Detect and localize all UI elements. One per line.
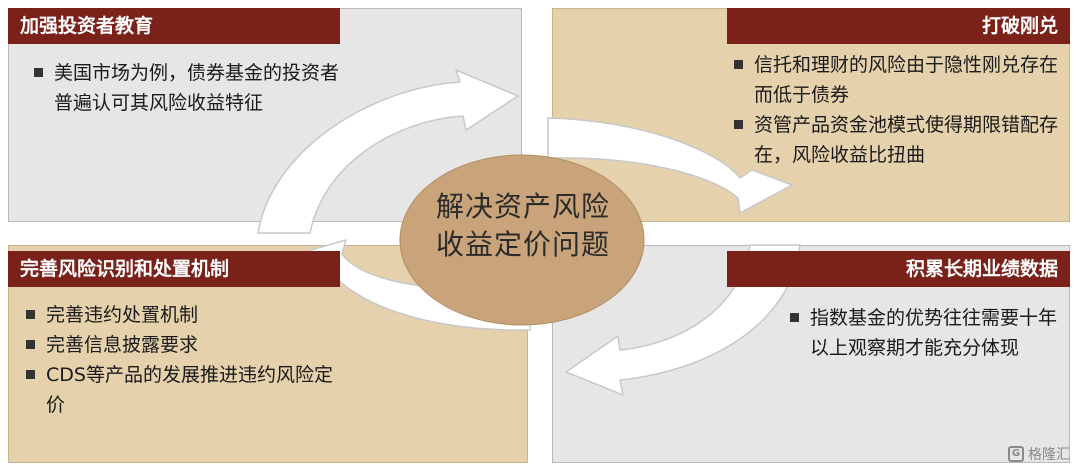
title-break-rigid-payment: 打破刚兑 [727,8,1070,44]
title-risk-mechanism: 完善风险识别和处置机制 [8,251,340,287]
bullet-item: 完善违约处置机制 [24,300,344,330]
bullets-top-left: 美国市场为例，债券基金的投资者普遍认可其风险收益特征 [32,58,357,118]
watermark-text: 格隆汇 [1028,447,1070,463]
title-long-term-data: 积累长期业绩数据 [727,251,1070,287]
bullets-top-right: 信托和理财的风险由于隐性刚兑存在而低于债券 资管产品资金池模式使得期限错配存在，… [732,50,1067,170]
bullet-item: 信托和理财的风险由于隐性刚兑存在而低于债券 [732,50,1067,110]
bullets-bottom-right: 指数基金的优势往往需要十年以上观察期才能充分体现 [788,303,1068,363]
bullet-item: CDS等产品的发展推进违约风险定价 [24,360,344,420]
bullet-item: 完善信息披露要求 [24,330,344,360]
center-label-line-2: 收益定价问题 [435,228,610,261]
glh-logo-icon: G [1008,446,1024,462]
bullet-item: 美国市场为例，债券基金的投资者普遍认可其风险收益特征 [32,58,357,118]
watermark: G 格隆汇 [1008,444,1070,464]
cycle-arrow-right [547,117,793,214]
bullet-item: 资管产品资金池模式使得期限错配存在，风险收益比扭曲 [732,110,1067,170]
bullet-item: 指数基金的优势往往需要十年以上观察期才能充分体现 [788,303,1068,363]
title-investor-education: 加强投资者教育 [8,8,340,44]
center-label-line-1: 解决资产风险 [435,190,610,223]
bullets-bottom-left: 完善违约处置机制 完善信息披露要求 CDS等产品的发展推进违约风险定价 [24,300,344,420]
center-label: 解决资产风险 收益定价问题 [404,188,642,264]
center-ellipse [399,154,645,326]
cycle-arrow-top [257,69,519,234]
